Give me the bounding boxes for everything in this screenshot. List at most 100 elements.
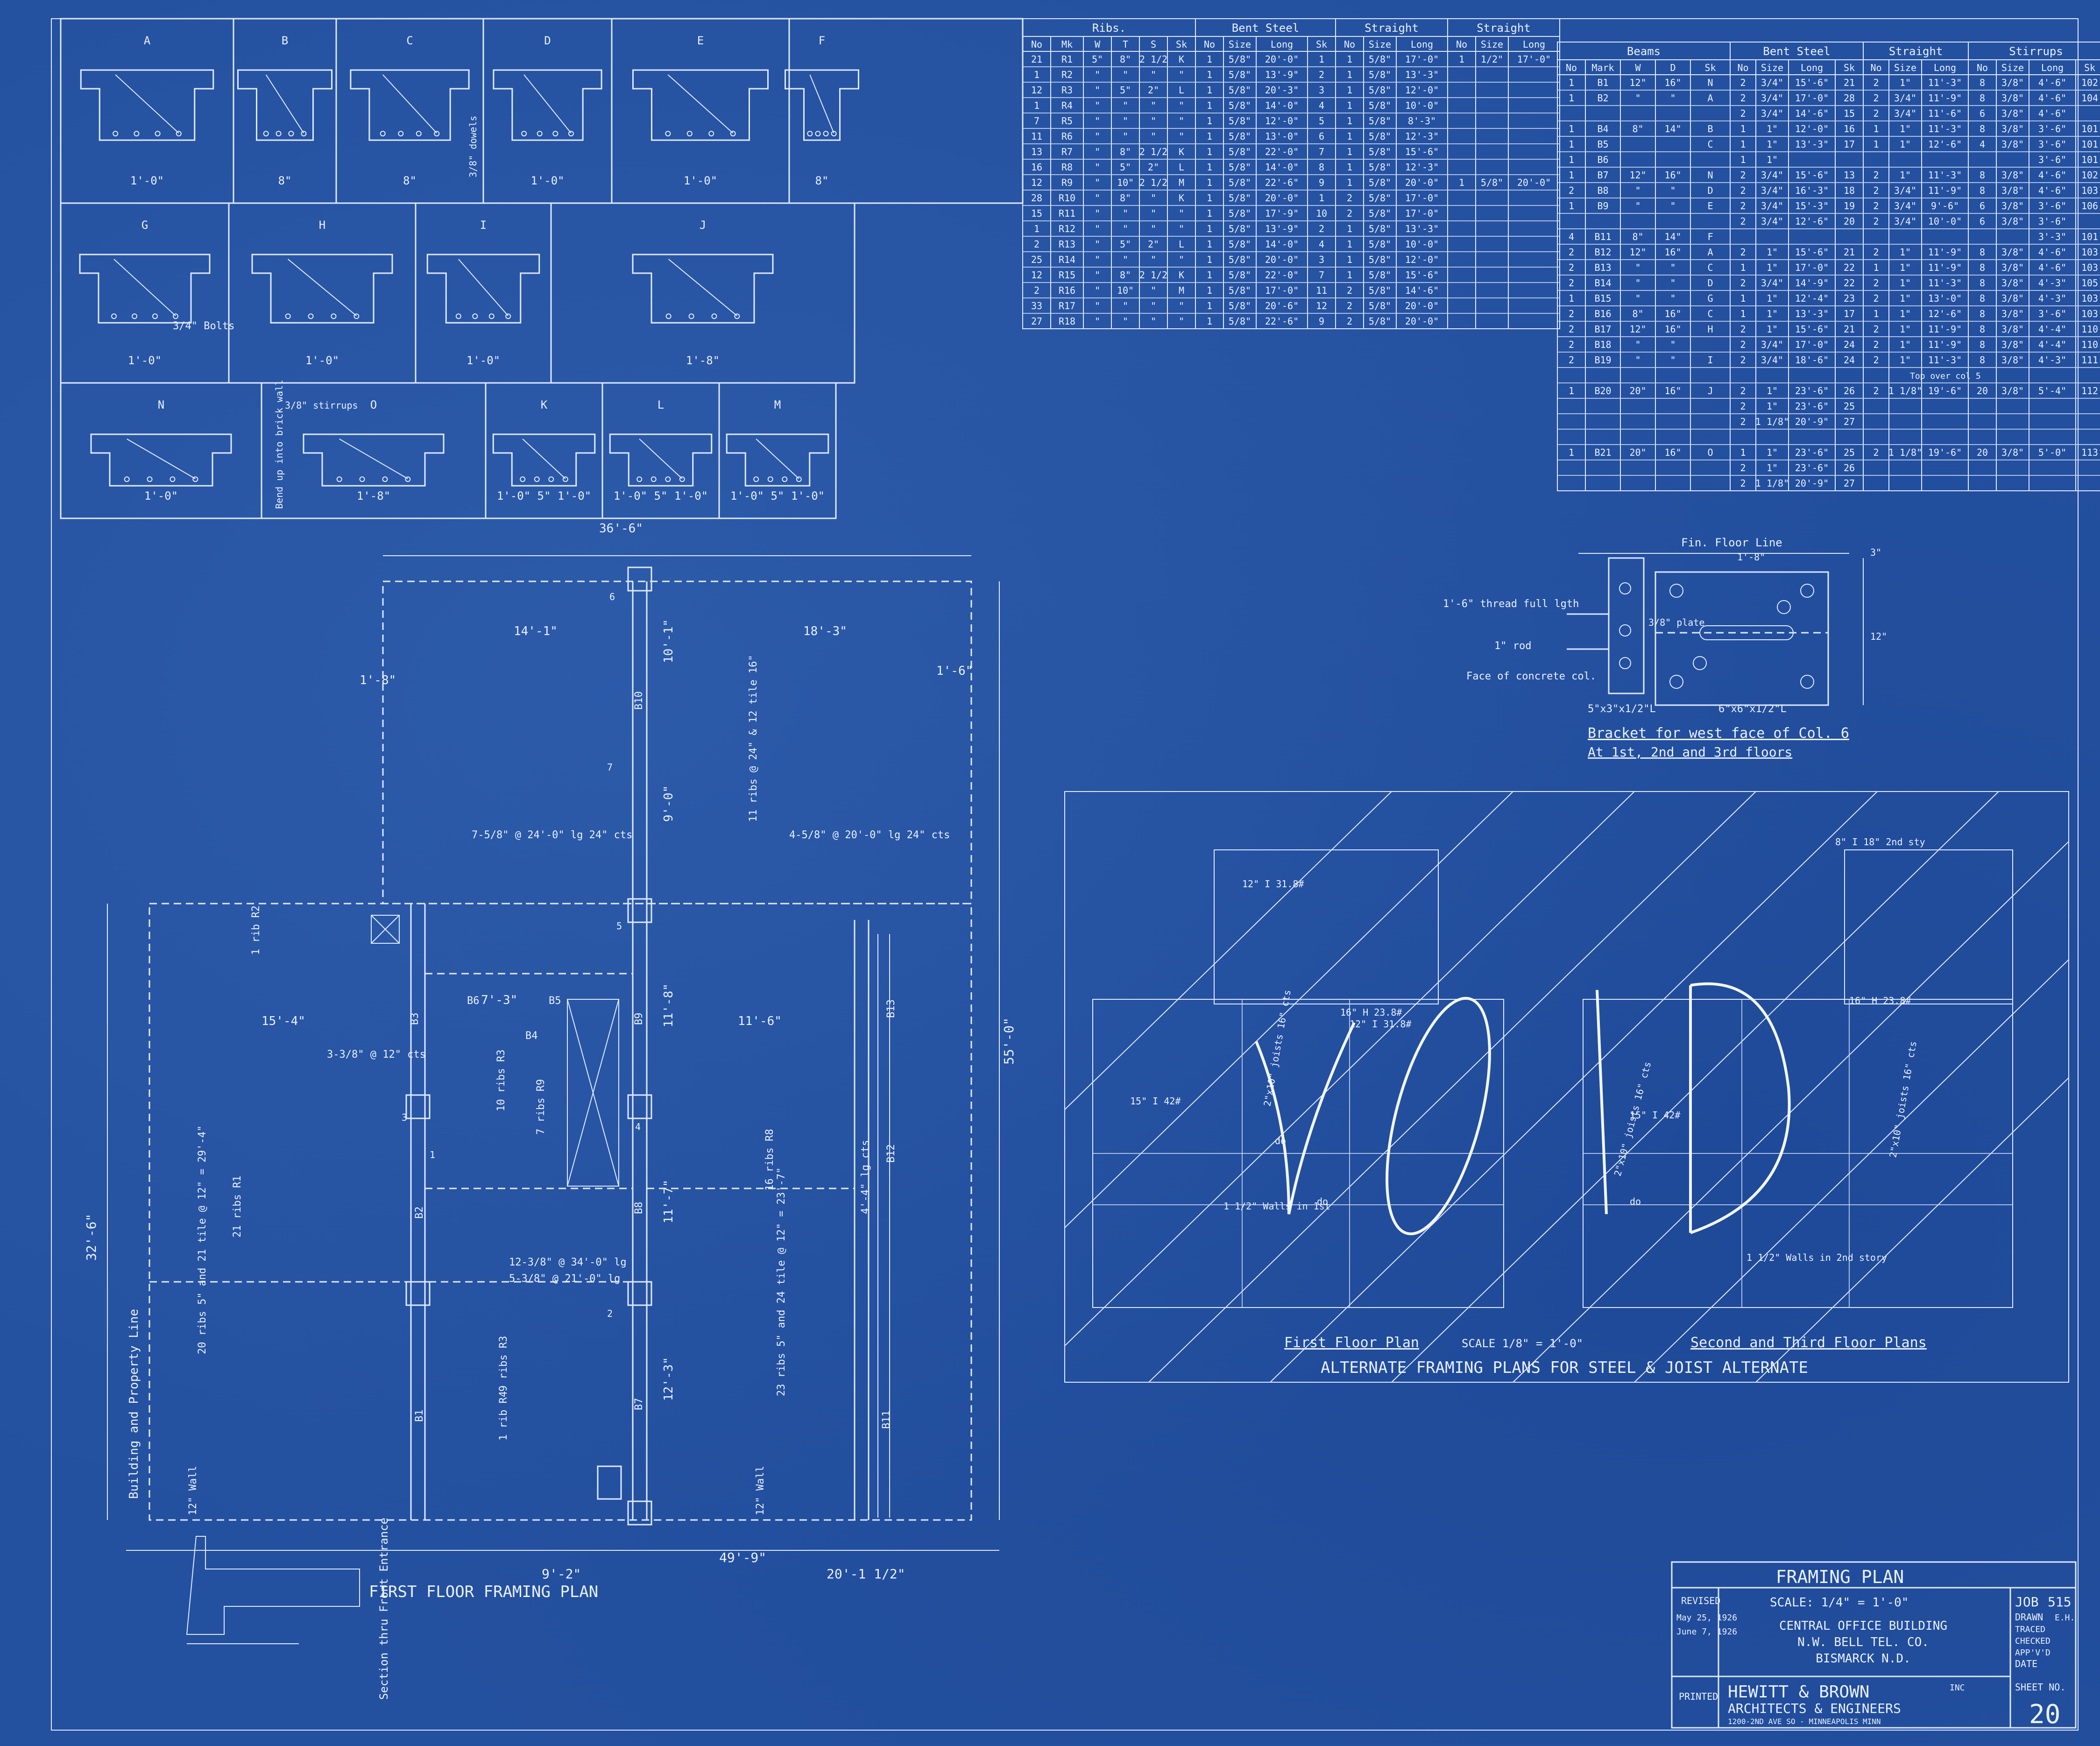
bracket-dim-3: 12"	[1870, 631, 1887, 642]
table-cell: 7	[1034, 115, 1039, 127]
table-cell: 2	[1873, 185, 1879, 196]
table-cell: "	[1123, 316, 1128, 327]
table-cell: "	[1095, 192, 1100, 204]
table-cell: 21	[1844, 77, 1855, 88]
table-cell: 8"	[1632, 123, 1643, 134]
title-block-job-label: JOB	[2015, 1594, 2039, 1610]
table-cell: 1	[1740, 139, 1746, 150]
table-cell: 12'-6"	[1928, 139, 1962, 150]
table-cell: 14'-6"	[1405, 285, 1439, 296]
table-cell: 1	[1207, 239, 1212, 250]
table-cell: 8	[1980, 185, 1985, 196]
table-cell: 1	[1034, 69, 1039, 80]
table-cell: 5/8"	[1369, 115, 1391, 127]
table-cell: 6	[1319, 131, 1324, 142]
table-group-header: Straight	[1365, 21, 1419, 35]
column-number: 2	[607, 1308, 613, 1319]
table-cell: 8"	[1120, 192, 1131, 204]
table-cell: 20'-0"	[1265, 192, 1299, 204]
table-cell: "	[1179, 208, 1184, 219]
table-cell: "	[1179, 223, 1184, 234]
table-cell: "	[1635, 293, 1640, 304]
table-cell: 2	[1740, 354, 1746, 366]
table-cell: 3/8"	[2001, 293, 2024, 304]
table-cell: 5/8"	[1369, 85, 1391, 96]
table-cell: "	[1095, 100, 1100, 111]
table-cell: 20	[1977, 385, 1988, 396]
table-cell: 3/8"	[2001, 170, 2024, 181]
table-cell: 1 1/8"	[1755, 416, 1789, 427]
table-cell: 25	[1844, 447, 1855, 458]
table-cell: 17'-9"	[1265, 208, 1299, 219]
table-cell: 11	[1031, 131, 1042, 142]
table-cell: B8	[1597, 185, 1608, 196]
title-block-drawn-label: DRAWN	[2015, 1612, 2043, 1623]
table-cell: 15'-6"	[1795, 324, 1829, 335]
table-cell: 112	[2081, 385, 2098, 396]
table-cell: 2	[1569, 247, 1574, 258]
table-cell: 16	[1844, 123, 1855, 134]
table-cell: B4	[1597, 123, 1608, 134]
table-group-header: Bent Steel	[1232, 21, 1300, 35]
table-cell: N	[1707, 77, 1713, 88]
table-cell: 20	[1844, 216, 1855, 227]
table-cell: 3/8"	[2001, 216, 2024, 227]
table-cell: 17'-0"	[1265, 285, 1299, 296]
table-cell: F	[1707, 231, 1713, 242]
table-cell: 3/8"	[2001, 262, 2024, 273]
table-cell: 2	[1569, 185, 1574, 196]
table-cell: 12'-3"	[1405, 131, 1439, 142]
table-cell: 6	[1980, 108, 1985, 119]
plan-note: 3-3/8" @ 12" cts	[327, 1049, 426, 1060]
table-cell: 15	[1031, 208, 1042, 219]
table-cell: "	[1095, 223, 1100, 234]
table-cell: 27	[1031, 316, 1042, 327]
table-cell: 103	[2081, 308, 2098, 319]
table-cell: 8	[1980, 324, 1985, 335]
table-cell: 8	[1980, 77, 1985, 88]
table-cell: 13'-9"	[1265, 69, 1299, 80]
table-cell: 2	[1873, 247, 1879, 258]
section-width: 1'-0"	[144, 489, 178, 502]
alt-plan-note: 1 1/2" Walls in 1st	[1223, 1201, 1330, 1212]
table-cell: 17	[1844, 308, 1855, 319]
table-cell: 4'-6"	[2038, 185, 2066, 196]
table-cell: K	[1179, 269, 1184, 281]
table-cell: 16"	[1664, 247, 1681, 258]
table-cell: 17'-0"	[1795, 262, 1829, 273]
plan-note: 12" Wall	[187, 1466, 199, 1515]
table-cell: R16	[1059, 285, 1075, 296]
column-number: 4	[635, 1121, 641, 1132]
table-cell: N	[1707, 170, 1713, 181]
plan-dimension: 1'-6"	[936, 664, 973, 678]
table-cell: M	[1179, 177, 1184, 188]
table-cell: 15'-3"	[1795, 200, 1829, 212]
table-cell: 2	[1347, 192, 1352, 204]
table-cell: 8	[1980, 293, 1985, 304]
table-cell: 102	[2081, 77, 2098, 88]
void-hatch-line	[1755, 1077, 2069, 1383]
table-cell: 14"	[1664, 123, 1681, 134]
table-cell: 15'-6"	[1795, 170, 1829, 181]
void-hatch-line	[1148, 791, 1756, 1383]
table-cell: 12'-0"	[1795, 123, 1829, 134]
beam-section-shape	[80, 69, 214, 141]
section-label: B	[282, 34, 288, 47]
section-label: O	[370, 398, 377, 411]
table-cell: 24	[1844, 354, 1855, 366]
table-cell: 19'-6"	[1928, 447, 1962, 458]
table-cell: 13'-0"	[1265, 131, 1299, 142]
title-block-revised-2: June 7, 1926	[1676, 1627, 1737, 1637]
table-cell: 1	[1740, 447, 1746, 458]
alt-plan-note: 12" I 31.8#	[1350, 1018, 1411, 1030]
section-label: C	[406, 34, 413, 47]
table-cell: 17'-0"	[1405, 54, 1439, 65]
section-label: L	[658, 398, 664, 411]
table-cell: 17'-0"	[1405, 192, 1439, 204]
plan-note: 9 ribs R3	[498, 1336, 509, 1392]
table-cell: 2	[1347, 316, 1352, 327]
table-cell: 2"	[1148, 85, 1159, 96]
table-column-header: Long	[1934, 62, 1956, 73]
table-cell: "	[1635, 262, 1640, 273]
alt-plans-title: ALTERNATE FRAMING PLANS FOR STEEL & JOIS…	[1321, 1358, 1808, 1377]
